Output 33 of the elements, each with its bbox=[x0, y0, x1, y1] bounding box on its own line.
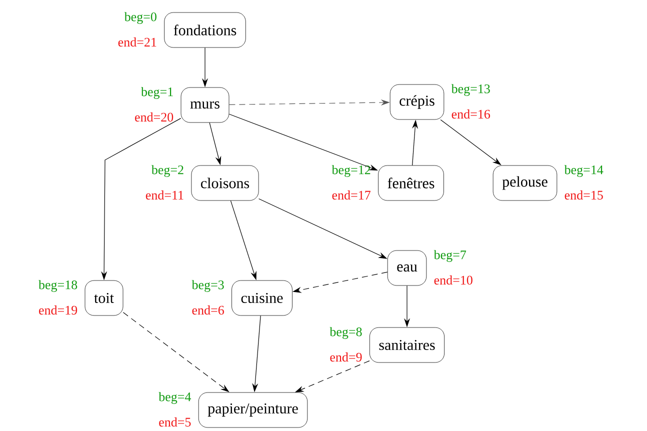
node-annotation: beg=2 bbox=[151, 165, 184, 177]
node-annotation: end=17 bbox=[332, 190, 370, 200]
node-annotation: end=11 bbox=[146, 190, 184, 200]
node-annotation: end=19 bbox=[39, 305, 78, 315]
node-annotation: beg=14 bbox=[564, 165, 604, 177]
node-annotation: beg=7 bbox=[434, 250, 466, 262]
task-box: toit bbox=[84, 280, 124, 316]
task-box: cloisons bbox=[191, 165, 259, 201]
node-annotation: end=21 bbox=[118, 37, 156, 47]
node-annotation: beg=4 bbox=[158, 392, 192, 404]
task-box: pelouse bbox=[492, 165, 558, 201]
node-annotation: end=6 bbox=[192, 305, 224, 315]
task-box: fondations bbox=[164, 12, 246, 48]
task-box: sanitaires bbox=[369, 327, 445, 363]
node-annotation: end=15 bbox=[564, 190, 603, 200]
node-annotation: end=9 bbox=[330, 352, 362, 362]
node-annotation: beg=3 bbox=[192, 280, 224, 292]
task-box: fenêtres bbox=[378, 165, 444, 201]
node-annotation: end=16 bbox=[452, 109, 490, 119]
node-annotation: beg=1 bbox=[141, 87, 173, 99]
task-box: papier/peinture bbox=[198, 392, 308, 428]
node-annotation: end=10 bbox=[434, 275, 472, 285]
node-annotation: end=20 bbox=[135, 112, 174, 122]
node-annotation: beg=8 bbox=[330, 327, 362, 339]
node-annotation: end=5 bbox=[159, 417, 191, 427]
task-box: cuisine bbox=[232, 280, 292, 316]
node-annotation: beg=18 bbox=[38, 280, 78, 292]
node-annotation: beg=13 bbox=[451, 84, 490, 96]
task-box: crépis bbox=[390, 84, 444, 120]
node-annotation: beg=0 bbox=[124, 12, 156, 24]
task-box: murs bbox=[180, 87, 230, 123]
task-box: eau bbox=[387, 250, 427, 286]
node-annotation: beg=12 bbox=[332, 165, 370, 177]
